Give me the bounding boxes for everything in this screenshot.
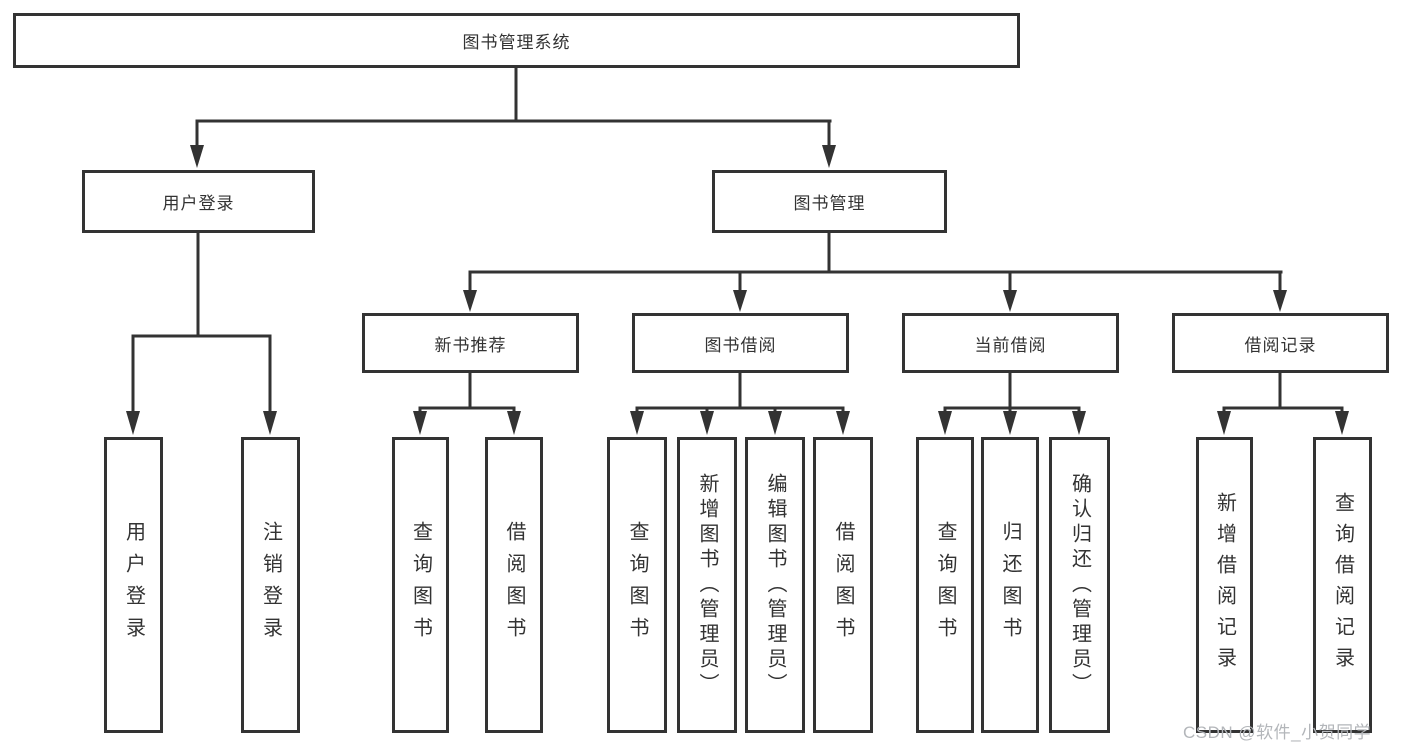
leaf-borrow-books-recommend: 借阅图书 — [485, 437, 543, 733]
leaf-query-books-current-label: 查询图书 — [934, 521, 956, 649]
node-current-borrowing: 当前借阅 — [902, 313, 1119, 373]
node-user-login-label: 用户登录 — [162, 194, 235, 213]
connector-current-borrowing — [938, 369, 1086, 435]
node-borrowing-records-label: 借阅记录 — [1244, 335, 1317, 355]
leaf-return-books: 归还图书 — [981, 437, 1039, 733]
leaf-user-login: 用户登录 — [104, 437, 163, 733]
leaf-query-borrow-record-label: 查询借阅记录 — [1331, 492, 1354, 678]
connector-root — [190, 64, 836, 168]
leaf-query-books-recommend: 查询图书 — [392, 437, 449, 733]
leaf-query-books-current: 查询图书 — [916, 437, 974, 733]
leaf-add-book-admin-label: 新增图书（管理员） — [696, 472, 718, 698]
node-library-system: 图书管理系统 — [13, 13, 1020, 68]
connector-user-login — [126, 229, 277, 435]
watermark-text: CSDN @软件_小贺同学 — [1183, 723, 1372, 742]
leaf-query-borrow-record: 查询借阅记录 — [1313, 437, 1372, 733]
connector-borrowing-records — [1217, 369, 1349, 435]
node-current-borrowing-label: 当前借阅 — [974, 335, 1047, 355]
leaf-borrow-books-label: 借阅图书 — [832, 521, 854, 649]
node-new-book-recommend-label: 新书推荐 — [434, 335, 507, 355]
leaf-query-books-recommend-label: 查询图书 — [409, 521, 432, 649]
node-book-borrowing: 图书借阅 — [632, 313, 849, 373]
node-new-book-recommend: 新书推荐 — [362, 313, 579, 373]
leaf-add-borrow-record-label: 新增借阅记录 — [1213, 492, 1236, 678]
leaf-confirm-return-admin: 确认归还（管理员） — [1049, 437, 1110, 733]
connector-new-book — [413, 369, 521, 435]
connector-book-borrowing — [630, 369, 850, 435]
leaf-user-login-label: 用户登录 — [122, 521, 145, 649]
leaf-query-books-borrow-label: 查询图书 — [626, 521, 648, 649]
leaf-logout-label: 注销登录 — [259, 521, 282, 649]
connector-book-management — [463, 229, 1287, 312]
leaf-borrow-books-recommend-label: 借阅图书 — [503, 521, 525, 649]
leaf-add-borrow-record: 新增借阅记录 — [1196, 437, 1253, 733]
node-borrowing-records: 借阅记录 — [1172, 313, 1389, 373]
node-library-system-label: 图书管理系统 — [462, 33, 571, 52]
leaf-query-books-borrow: 查询图书 — [607, 437, 667, 733]
leaf-edit-book-admin: 编辑图书（管理员） — [745, 437, 805, 733]
leaf-borrow-books: 借阅图书 — [813, 437, 873, 733]
node-user-login: 用户登录 — [82, 170, 315, 233]
leaf-edit-book-admin-label: 编辑图书（管理员） — [764, 472, 786, 698]
node-book-borrowing-label: 图书借阅 — [704, 335, 777, 355]
leaf-confirm-return-admin-label: 确认归还（管理员） — [1068, 472, 1091, 698]
leaf-return-books-label: 归还图书 — [999, 521, 1021, 649]
node-book-management: 图书管理 — [712, 170, 947, 233]
node-book-management-label: 图书管理 — [793, 194, 866, 213]
leaf-logout: 注销登录 — [241, 437, 300, 733]
leaf-add-book-admin: 新增图书（管理员） — [677, 437, 737, 733]
